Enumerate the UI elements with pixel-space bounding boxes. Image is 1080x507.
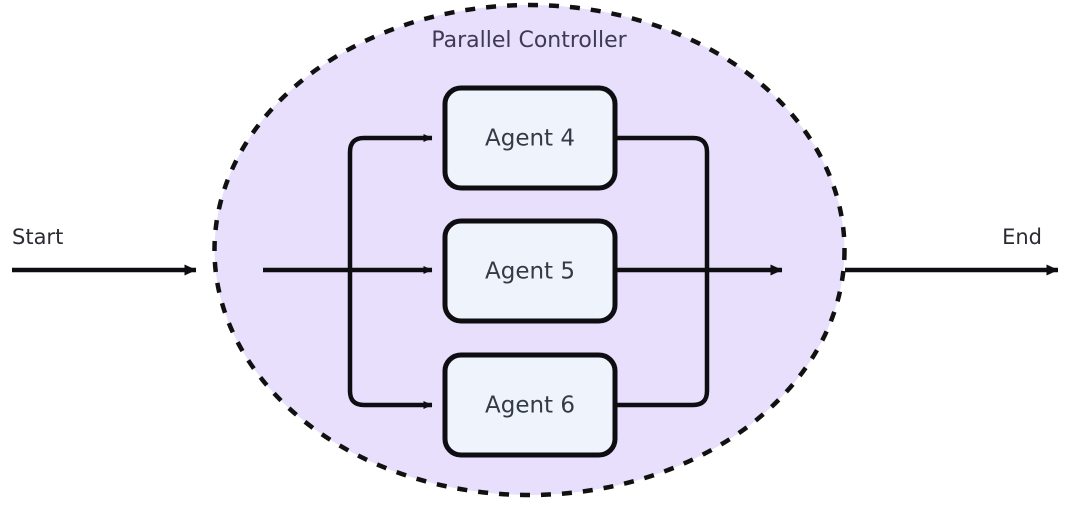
node-agent6-box[interactable] bbox=[442, 352, 618, 458]
node-agent5-box[interactable] bbox=[442, 218, 618, 324]
parallel-controller-title: Parallel Controller bbox=[431, 28, 627, 53]
start-label: Start bbox=[12, 225, 63, 249]
node-agent6[interactable]: Agent 6 bbox=[442, 352, 618, 458]
end-label: End bbox=[1002, 225, 1042, 249]
node-agent4-box[interactable] bbox=[442, 85, 618, 191]
node-agent4[interactable]: Agent 4 bbox=[442, 85, 618, 191]
node-agent5[interactable]: Agent 5 bbox=[442, 218, 618, 324]
node-agent5-label: Agent 5 bbox=[485, 259, 575, 285]
edge-agent4-to-fanin bbox=[617, 135, 710, 270]
node-agent4-label: Agent 4 bbox=[485, 126, 575, 152]
edge-fanout-to-agent4 bbox=[347, 134, 433, 270]
edge-agent6-to-fanin bbox=[617, 270, 710, 408]
edge-fanout-to-agent6 bbox=[347, 270, 433, 409]
node-agent6-label: Agent 6 bbox=[485, 393, 575, 419]
